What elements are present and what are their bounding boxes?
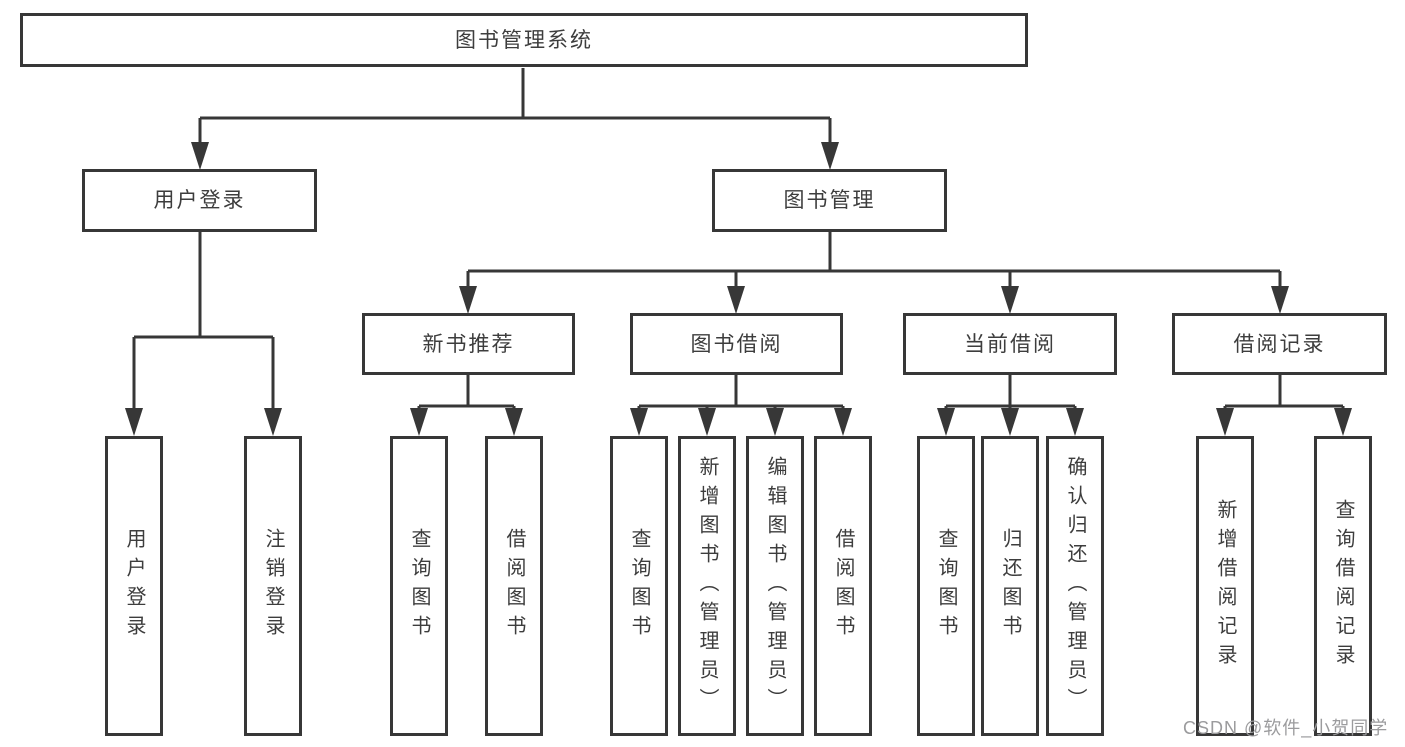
leaf-add-borrow-record: 新增借阅记录 xyxy=(1196,436,1254,736)
csdn-watermark: CSDN @软件_小贺同学 xyxy=(1183,718,1389,738)
node-label: 查询借阅记录 xyxy=(1332,499,1354,673)
leaf-query-books-borrowing: 查询图书 xyxy=(610,436,668,736)
leaf-query-books-current: 查询图书 xyxy=(917,436,975,736)
node-label: 当前借阅 xyxy=(964,332,1056,356)
node-new-book-recommend: 新书推荐 xyxy=(362,313,575,375)
leaf-confirm-return-admin: 确认归还（管理员） xyxy=(1046,436,1104,736)
node-label: 图书借阅 xyxy=(690,332,783,356)
node-label: 查询图书 xyxy=(408,528,430,644)
node-label: 用户登录 xyxy=(153,189,246,212)
node-label: 新增图书（管理员） xyxy=(696,455,718,717)
node-book-borrowing: 图书借阅 xyxy=(630,313,843,375)
node-label: 查询图书 xyxy=(628,528,650,644)
leaf-add-books-admin: 新增图书（管理员） xyxy=(678,436,736,736)
node-label: 图书管理 xyxy=(783,189,876,212)
leaf-query-borrow-record: 查询借阅记录 xyxy=(1314,436,1372,736)
node-label: 归还图书 xyxy=(999,528,1021,644)
leaf-borrow-books-recommend: 借阅图书 xyxy=(485,436,543,736)
node-borrow-records: 借阅记录 xyxy=(1172,313,1387,375)
leaf-return-books: 归还图书 xyxy=(981,436,1039,736)
leaf-borrow-books-borrowing: 借阅图书 xyxy=(814,436,872,736)
leaf-user-login: 用户登录 xyxy=(105,436,163,736)
node-book-management: 图书管理 xyxy=(712,169,947,232)
node-current-borrowing: 当前借阅 xyxy=(903,313,1117,375)
node-label: 新书推荐 xyxy=(422,332,515,356)
node-label: 查询图书 xyxy=(935,528,957,644)
node-library-management-system: 图书管理系统 xyxy=(20,13,1028,67)
arrowheads xyxy=(125,142,1352,436)
node-label: 借阅图书 xyxy=(832,528,854,644)
node-label: 借阅图书 xyxy=(503,528,525,644)
node-label: 图书管理系统 xyxy=(455,28,593,52)
leaf-logout: 注销登录 xyxy=(244,436,302,736)
node-label: 用户登录 xyxy=(123,528,145,644)
leaf-query-books-recommend: 查询图书 xyxy=(390,436,448,736)
node-label: 编辑图书（管理员） xyxy=(764,455,786,717)
node-label: 确认归还（管理员） xyxy=(1064,455,1086,717)
node-label: 新增借阅记录 xyxy=(1214,499,1236,673)
node-label: 借阅记录 xyxy=(1233,332,1326,356)
leaf-edit-books-admin: 编辑图书（管理员） xyxy=(746,436,804,736)
node-user-login: 用户登录 xyxy=(82,169,317,232)
node-label: 注销登录 xyxy=(262,528,284,644)
